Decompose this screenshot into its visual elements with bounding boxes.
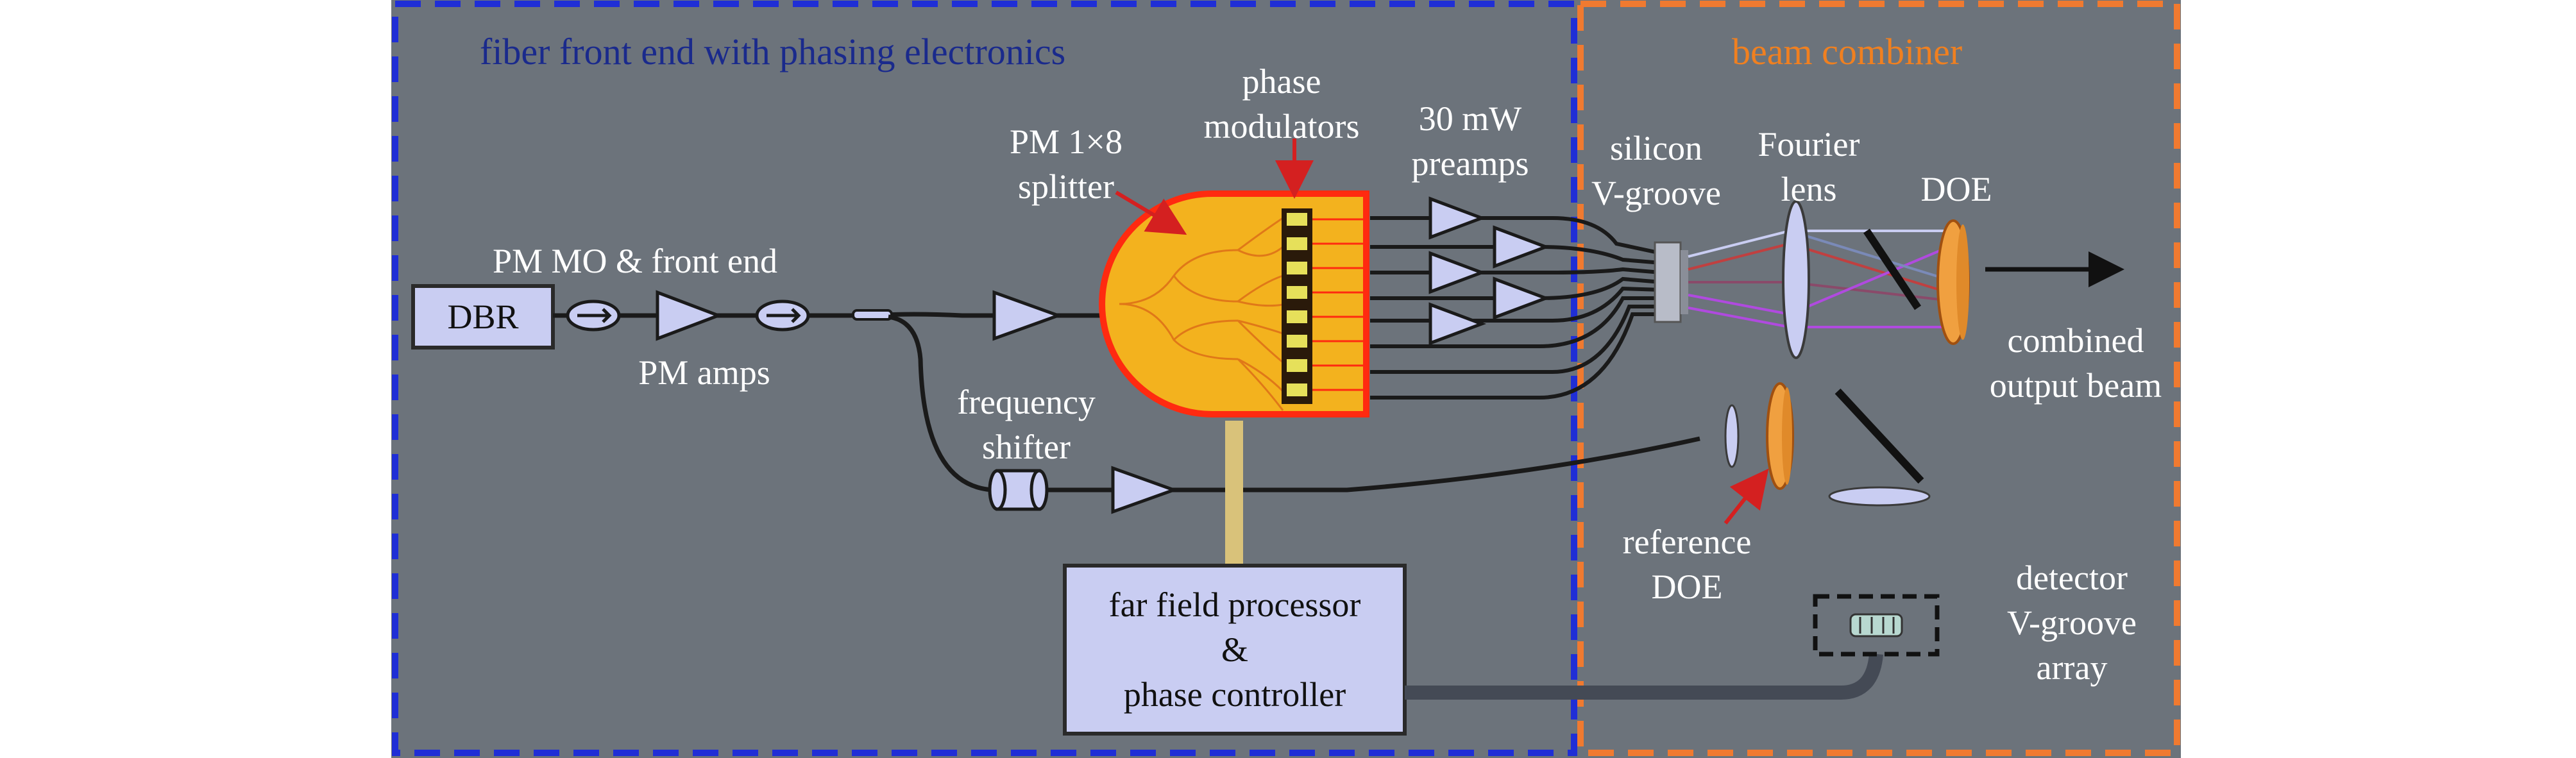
preamp-4-icon: [1493, 276, 1551, 320]
pm-splitter-chip: [1099, 190, 1369, 417]
detector-lens-icon: [1828, 486, 1931, 507]
fourier-lens-icon: [1782, 200, 1810, 359]
reference-doe-pointer-arrow: [1724, 468, 1769, 525]
splitter-pointer-arrow: [1115, 190, 1187, 235]
beam-combiner-section-border: [1577, 1, 2180, 756]
silicon-vgroove-icon: [1654, 241, 1688, 323]
isolator-1-icon: [566, 299, 621, 332]
doe-icon: [1936, 219, 1970, 345]
preamp-1-icon: [1428, 196, 1487, 240]
processor-box: [1063, 564, 1407, 736]
reference-amp-icon: [1111, 466, 1179, 514]
reference-doe-icon: [1766, 382, 1794, 490]
detector-cable: [1405, 653, 1883, 700]
frequency-shifter-icon: [988, 469, 1049, 511]
preamp-5-icon: [1428, 302, 1487, 346]
reference-branch-fiber: [888, 314, 1026, 493]
preamp-2-icon: [1493, 225, 1551, 269]
pickoff-mirror-icon: [1863, 228, 1921, 310]
modulator-output-lines: [1312, 218, 1366, 391]
dbr-box: [411, 284, 555, 350]
pm-amp-icon: [656, 290, 724, 341]
detector-array-icon: [1849, 613, 1903, 637]
reference-fiber-line: [1046, 436, 1700, 493]
control-connection: [1225, 421, 1243, 569]
splitter-waveguides: [1119, 217, 1284, 411]
fiber-front-end-section-border: [392, 1, 1577, 756]
tap-coupler-icon: [852, 309, 893, 321]
reference-mirror-icon: [1835, 388, 1924, 484]
isolator-2-icon: [755, 299, 810, 332]
reference-lens-icon: [1724, 404, 1740, 468]
detector-housing: [1813, 594, 1940, 657]
splitter-amp-icon: [992, 290, 1063, 341]
phase-modulator-array: [1282, 208, 1312, 404]
preamp-3-icon: [1428, 251, 1487, 294]
